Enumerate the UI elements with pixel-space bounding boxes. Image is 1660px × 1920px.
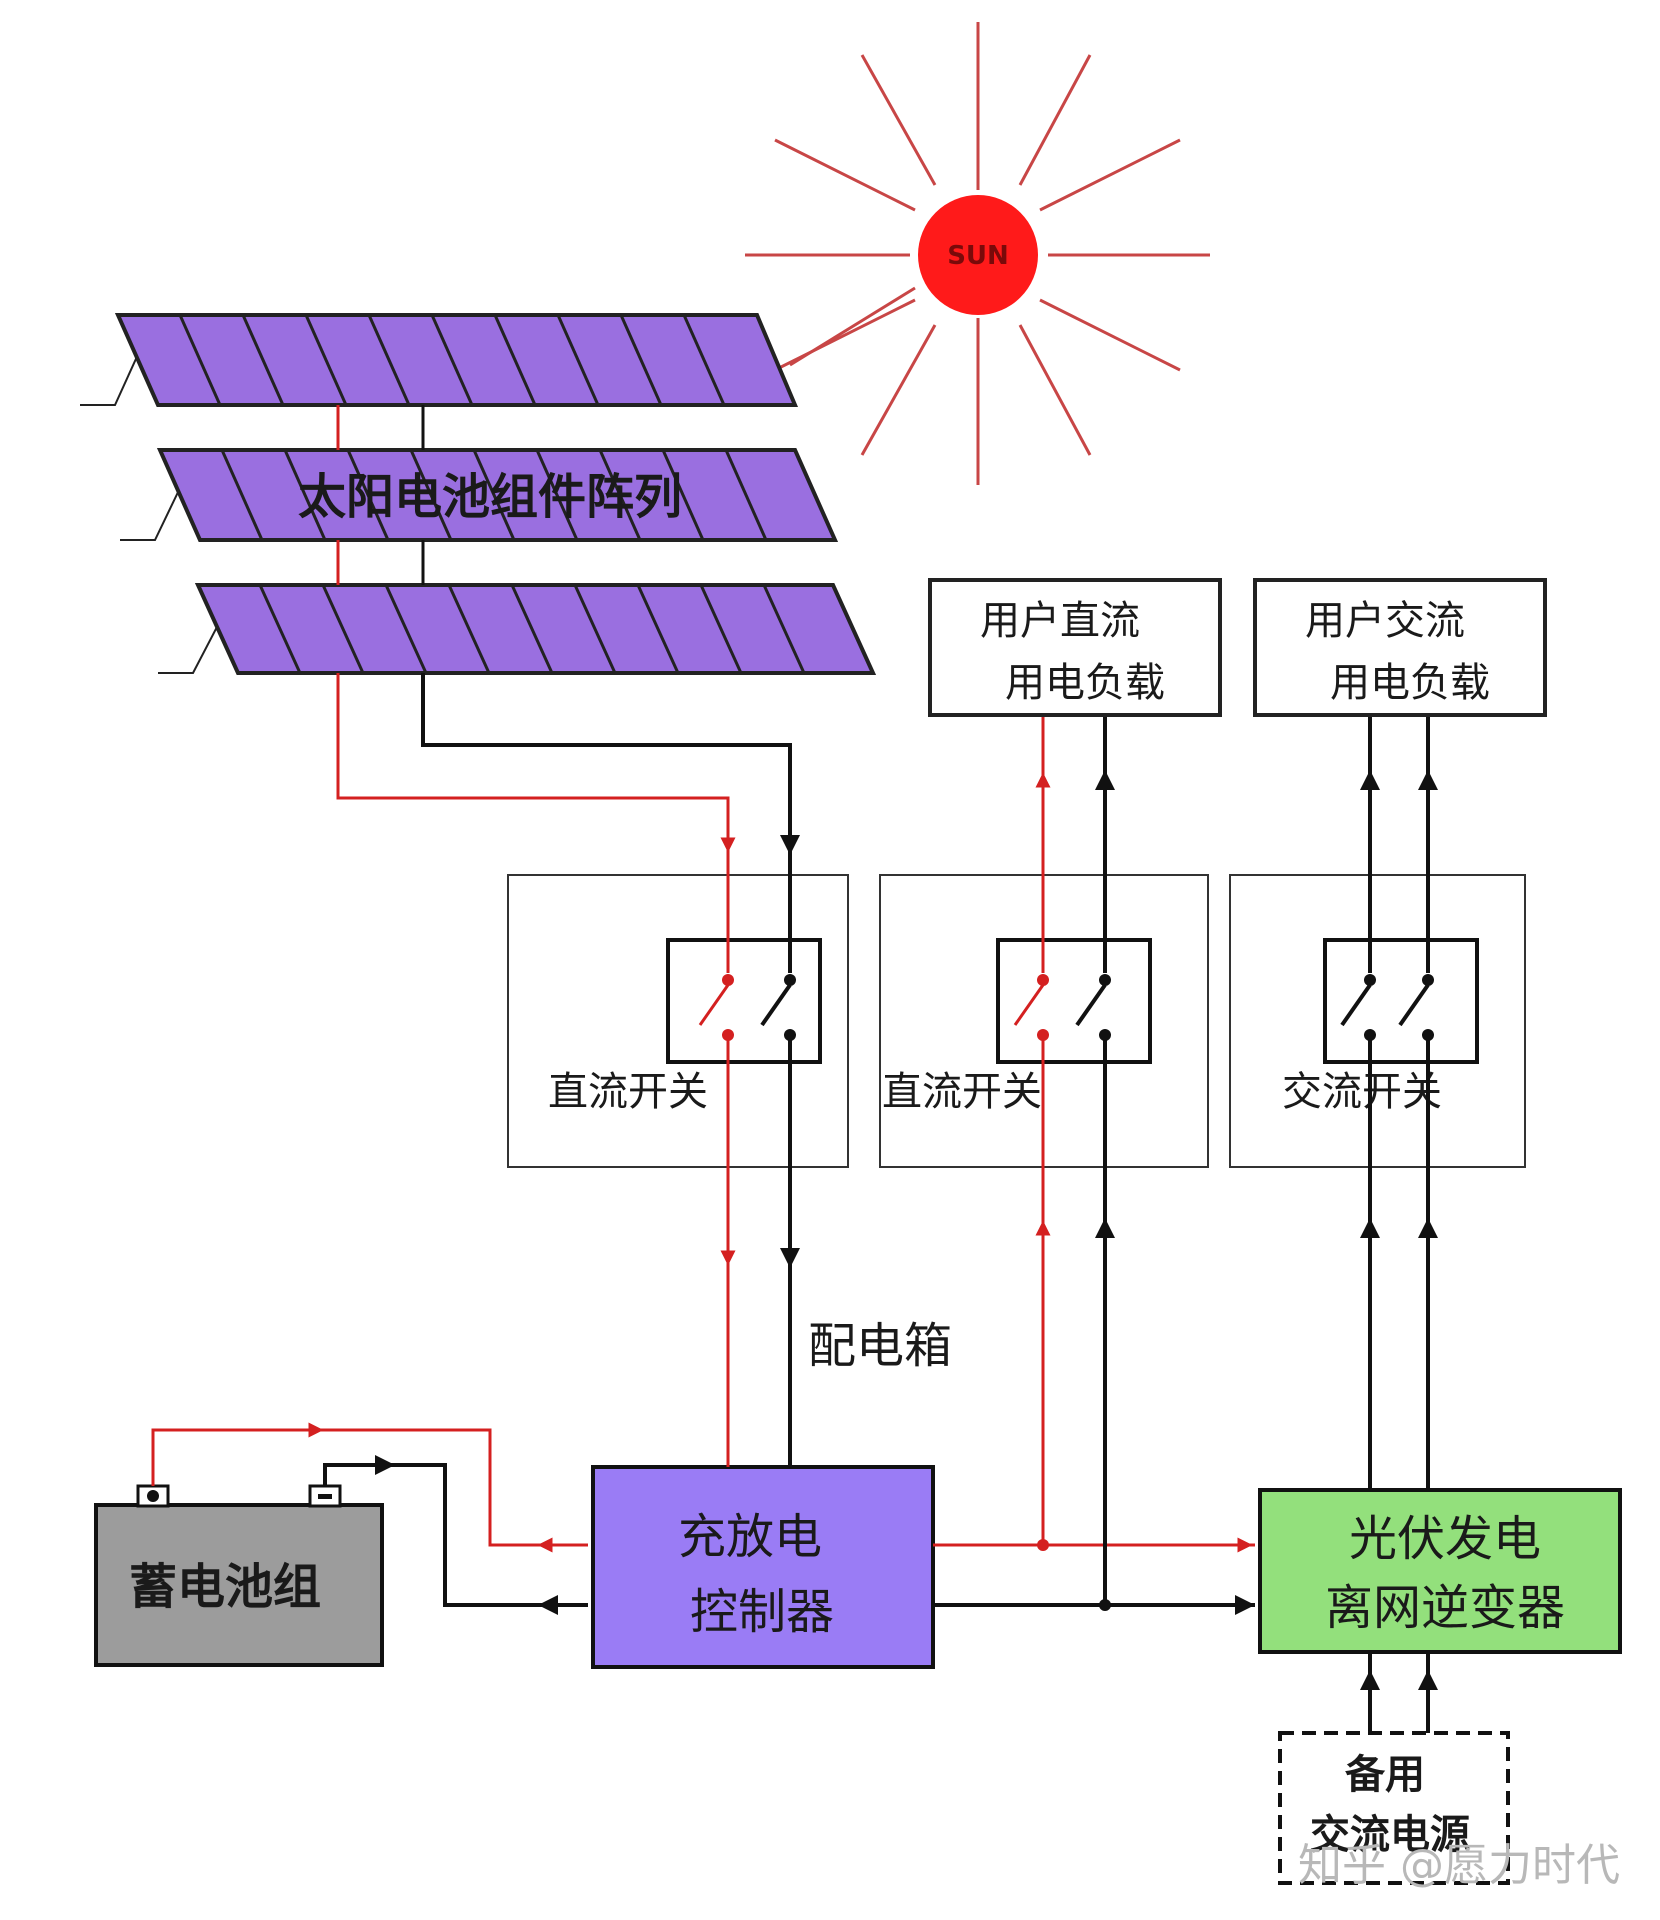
dc-load-box: 用户直流 用电负载: [928, 578, 1222, 717]
sun-disc: [918, 195, 1038, 315]
sun-label: SUN: [947, 241, 1009, 271]
inverter-line2: 离网逆变器: [1325, 1580, 1565, 1636]
ac-load-line1: 用户交流: [1305, 598, 1465, 644]
charge-controller: 充放电 控制器: [591, 1465, 935, 1669]
battery-label: 蓄电池组: [129, 1559, 321, 1615]
solar-panel-top: [80, 313, 799, 407]
solar-array-label: 太阳电池组件阵列: [298, 469, 682, 525]
ac-load-line2: 用电负载: [1330, 660, 1490, 706]
sun-rays: [745, 22, 1210, 485]
distribution-box-label: 配电箱: [808, 1318, 952, 1374]
off-grid-inverter: 光伏发电 离网逆变器: [1258, 1488, 1622, 1654]
controller-line2: 控制器: [690, 1584, 834, 1640]
backup-line1: 备用: [1345, 1752, 1425, 1798]
positive-wires: [151, 673, 1255, 1553]
dc-load-line2: 用电负载: [1005, 660, 1165, 706]
switch-contacts: [722, 974, 1434, 1041]
dc-switch-panel-1: 直流开关: [507, 874, 849, 1168]
battery-bank: 蓄电池组: [94, 1484, 384, 1667]
dc-switch-1-label: 直流开关: [548, 1069, 708, 1115]
sun: SUN: [745, 22, 1210, 485]
backup-line2: 交流电源: [1310, 1812, 1470, 1858]
inverter-line1: 光伏发电: [1349, 1511, 1541, 1567]
backup-ac-source: 备用 交流电源: [1278, 1731, 1510, 1885]
dc-load-line1: 用户直流: [980, 598, 1140, 644]
solar-panel-array: 太阳电池组件阵列: [80, 313, 877, 675]
solar-panel-middle: [120, 448, 839, 542]
solar-panel-bottom: [158, 583, 877, 675]
controller-line1: 充放电: [678, 1509, 822, 1565]
watermark: 知乎 @愿力时代: [1298, 1840, 1620, 1891]
ac-switch-panel: 交流开关: [1229, 874, 1526, 1168]
ac-switch-label: 交流开关: [1282, 1069, 1442, 1115]
negative-wires: [323, 673, 1438, 1733]
dc-switch-2-label: 直流开关: [882, 1069, 1042, 1115]
ac-load-box: 用户交流 用电负载: [1253, 578, 1547, 717]
